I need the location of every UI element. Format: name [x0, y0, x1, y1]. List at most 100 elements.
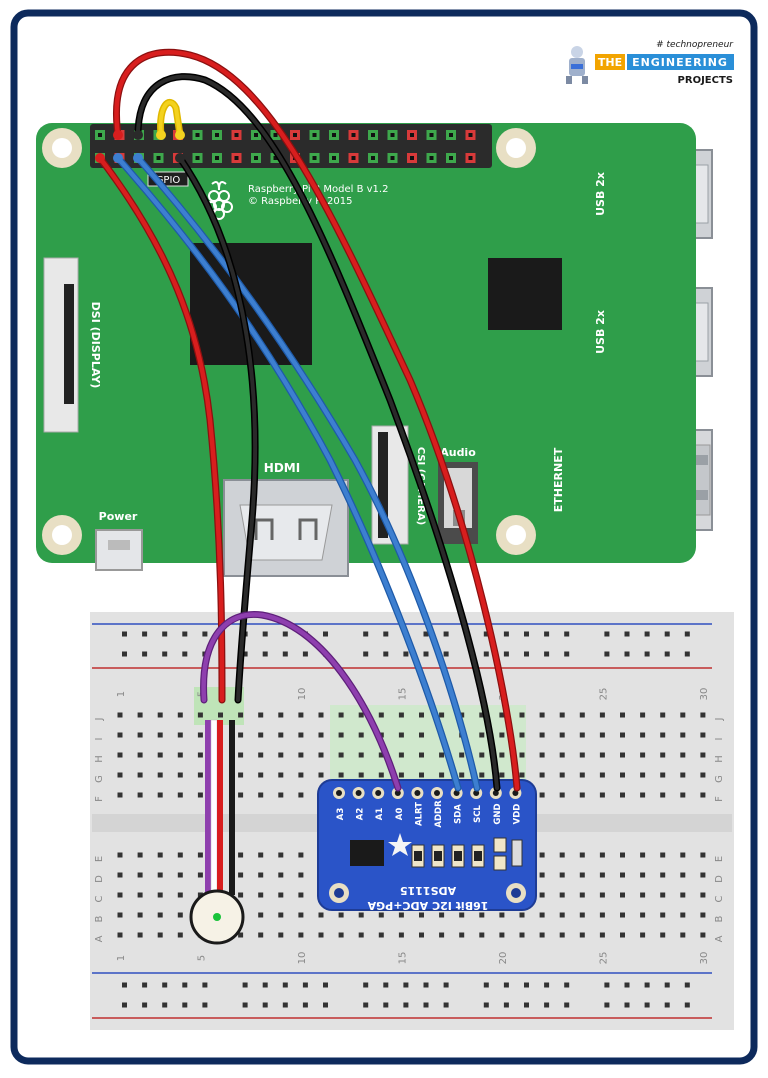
- tie-point: [439, 932, 445, 938]
- rail-point: [443, 982, 449, 988]
- tie-point: [157, 912, 163, 918]
- tie-point: [479, 772, 485, 778]
- tie-point: [640, 712, 646, 718]
- rail-point: [302, 651, 308, 657]
- tie-point: [620, 872, 625, 878]
- adc-ic: [350, 840, 384, 866]
- tie-point: [559, 772, 565, 778]
- rail-point: [644, 651, 650, 657]
- rail-point: [162, 982, 168, 988]
- rail-point: [182, 1002, 188, 1008]
- tie-point: [177, 752, 183, 758]
- tie-point: [660, 872, 666, 878]
- tie-point: [599, 712, 605, 718]
- tie-point: [258, 732, 264, 738]
- tie-point: [439, 772, 445, 778]
- column-number-bottom: 20: [498, 952, 509, 965]
- tie-point: [358, 712, 364, 718]
- tie-point: [278, 892, 284, 898]
- tie-point: [157, 852, 163, 858]
- tie-point: [298, 852, 304, 858]
- tie-point: [398, 772, 404, 778]
- tie-point: [258, 932, 264, 938]
- tie-point: [660, 732, 666, 738]
- tie-point: [318, 752, 324, 758]
- adc-part-label: ADS1115: [400, 884, 456, 897]
- column-number-top: 15: [397, 688, 408, 701]
- tie-point: [157, 932, 163, 938]
- tie-point: [338, 752, 344, 758]
- rail-point: [564, 1002, 570, 1008]
- adc-pin-label: VDD: [512, 804, 522, 825]
- column-number-bottom: 5: [196, 955, 207, 961]
- rail-point: [664, 631, 670, 637]
- tie-point: [539, 852, 545, 858]
- tie-point: [620, 712, 625, 718]
- tie-point: [559, 852, 565, 858]
- rail-point: [423, 631, 429, 637]
- tie-point: [177, 912, 183, 918]
- tie-point: [700, 752, 706, 758]
- rail-point: [503, 651, 509, 657]
- tie-point: [177, 732, 183, 738]
- rail-point: [363, 631, 369, 637]
- row-letter-left: F: [94, 796, 105, 802]
- tie-point: [137, 932, 143, 938]
- tie-point: [660, 912, 666, 918]
- tie-point: [278, 792, 284, 798]
- tie-point: [157, 732, 163, 738]
- rail-point: [403, 1002, 409, 1008]
- tie-point: [197, 852, 203, 858]
- tie-point: [539, 912, 545, 918]
- tie-point: [700, 712, 706, 718]
- tie-point: [177, 852, 183, 858]
- tie-point: [620, 852, 625, 858]
- tie-point: [640, 872, 646, 878]
- tie-point: [599, 772, 605, 778]
- tie-point: [499, 732, 505, 738]
- rail-point: [242, 1002, 248, 1008]
- rail-point: [644, 631, 650, 637]
- tie-point: [117, 792, 123, 798]
- rail-point: [282, 651, 288, 657]
- rail-point: [383, 982, 389, 988]
- tie-point: [137, 732, 143, 738]
- rail-point: [162, 1002, 168, 1008]
- row-letter-right: D: [714, 875, 725, 883]
- network-chip: [488, 258, 562, 330]
- tie-point: [298, 932, 304, 938]
- ethernet-label: ETHERNET: [552, 447, 565, 512]
- rail-point: [664, 651, 670, 657]
- tie-point: [177, 932, 183, 938]
- tie-point: [620, 772, 625, 778]
- tie-point: [680, 932, 686, 938]
- tie-point: [499, 912, 505, 918]
- adc-pin-label: ALRT: [414, 802, 424, 826]
- tie-point: [258, 712, 264, 718]
- tie-point: [499, 752, 505, 758]
- rail-point: [363, 982, 369, 988]
- rail-point: [684, 1002, 690, 1008]
- gpio-label: GPIO: [156, 175, 181, 186]
- tie-point: [700, 912, 706, 918]
- tie-point: [579, 932, 585, 938]
- tie-point: [358, 932, 364, 938]
- rail-point: [182, 982, 188, 988]
- tie-point: [680, 792, 686, 798]
- rail-point: [302, 1002, 308, 1008]
- logo-engineering: ENGINEERING: [632, 56, 728, 69]
- tie-point: [479, 932, 485, 938]
- logo-projects: PROJECTS: [678, 75, 733, 86]
- tie-point: [157, 892, 163, 898]
- tie-point: [197, 752, 203, 758]
- tie-point: [680, 872, 686, 878]
- tie-point: [599, 892, 605, 898]
- tie-point: [378, 772, 384, 778]
- brand-logo: # technopreneur THE ENGINEERING PROJECTS: [566, 40, 734, 86]
- tie-point: [620, 792, 625, 798]
- row-letter-left: J: [94, 718, 105, 722]
- tie-point: [499, 712, 505, 718]
- tie-point: [559, 892, 565, 898]
- rail-point: [403, 651, 409, 657]
- rail-point: [423, 1002, 429, 1008]
